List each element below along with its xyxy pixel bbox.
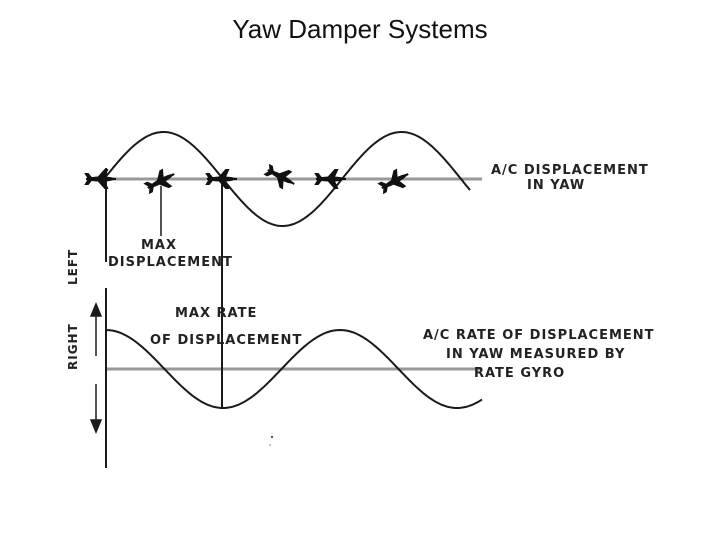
speck (270, 435, 274, 439)
max-rate-label-line2: OF DISPLACEMENT (150, 333, 302, 348)
rate-curve-label-line1: A/C RATE OF DISPLACEMENT (423, 328, 655, 343)
aircraft-icon (376, 165, 414, 197)
max-rate-label-line1: MAX RATE (175, 306, 257, 321)
aircraft-icon (262, 161, 300, 193)
aircraft-icon (315, 169, 347, 189)
max-displacement-label-line1: MAX (141, 238, 177, 253)
slide-title: Yaw Damper Systems (232, 14, 488, 44)
displacement-curve-label-line1: A/C DISPLACEMENT (491, 163, 649, 178)
max-displacement-label-line2: DISPLACEMENT (108, 255, 233, 270)
rate-curve-label-line2: IN YAW MEASURED BY (446, 347, 625, 362)
axis-label-right: RIGHT (66, 323, 80, 370)
displacement-curve (103, 131, 471, 227)
rate-curve (105, 328, 483, 409)
aircraft-icon (85, 169, 117, 189)
left-right-arrows (89, 302, 103, 434)
displacement-curve-label-line2: IN YAW (527, 178, 585, 193)
axis-label-left: LEFT (66, 249, 80, 285)
speck (269, 444, 271, 446)
rate-curve-label-line3: RATE GYRO (474, 366, 565, 381)
